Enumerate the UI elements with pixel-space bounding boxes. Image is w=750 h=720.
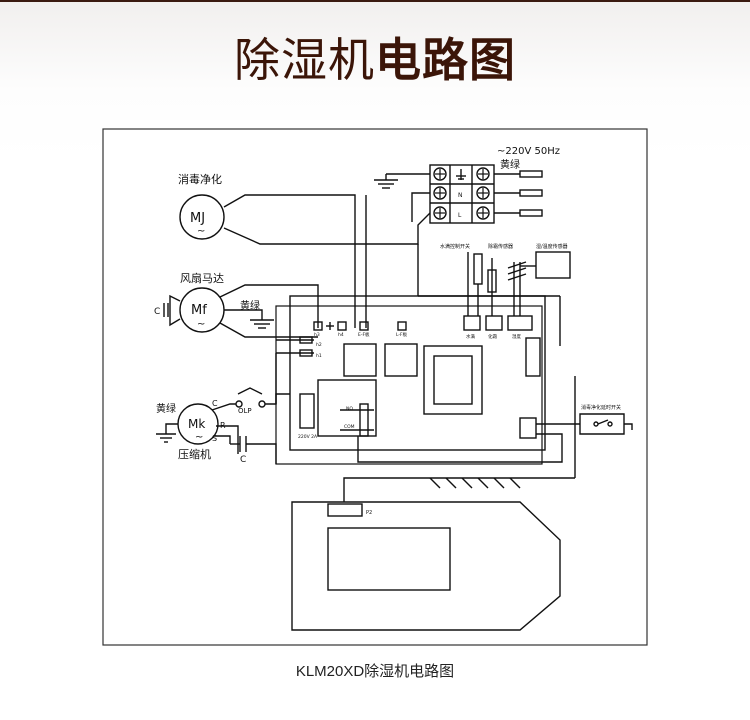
page-title: 除湿机电路图 bbox=[0, 30, 750, 90]
terminal-l-label: L bbox=[458, 212, 462, 219]
socket-defrost-label: 化霜 bbox=[488, 333, 497, 340]
fuse bbox=[299, 393, 315, 429]
diagram-caption: KLM20XD除湿机电路图 bbox=[295, 663, 455, 680]
board-com-label: COM bbox=[344, 424, 355, 430]
mf-cap-label: C bbox=[154, 307, 160, 317]
mj-symbol: MJ bbox=[190, 211, 205, 226]
socket-water-label: 水满 bbox=[466, 333, 475, 340]
board-connector bbox=[525, 337, 541, 377]
board-ac-n1-label: E-F板 bbox=[358, 331, 370, 338]
mf-name: 风扇马达 bbox=[180, 271, 224, 285]
sensor-water-switch-label: 水满控制开关 bbox=[440, 243, 470, 250]
terminal-n-label: N bbox=[458, 192, 463, 199]
board-ac-n2-label: L-F板 bbox=[396, 331, 408, 338]
mk-pin-c: C bbox=[212, 399, 218, 408]
diagram-frame bbox=[102, 128, 648, 646]
socket-humidity-label: 湿度 bbox=[512, 333, 521, 340]
mk-ground-label: 黄绿 bbox=[156, 402, 176, 415]
circuit-diagram: ~220V 50Hz 黄绿 N L 消毒净化 MJ ~ 风扇马达 Mf ~ C … bbox=[102, 128, 648, 646]
mf-symbol: Mf bbox=[191, 303, 207, 318]
mk-symbol: Mk bbox=[188, 417, 205, 431]
relay-3 bbox=[317, 379, 377, 437]
power-label: ~220V 50Hz bbox=[497, 146, 560, 157]
transformer bbox=[423, 345, 483, 415]
mj-motor bbox=[179, 194, 225, 240]
mk-name: 压缩机 bbox=[178, 447, 211, 461]
display-p2-label: P2 bbox=[366, 510, 372, 516]
board-h1-label: h1 bbox=[316, 353, 322, 359]
top-rule bbox=[0, 0, 750, 2]
board-h2-label: h2 bbox=[316, 342, 322, 348]
olp-label: OLP bbox=[238, 407, 252, 415]
title-bold: 电路图 bbox=[375, 33, 516, 87]
board-h3-label: h3 bbox=[314, 332, 320, 338]
title-light: 除湿机 bbox=[234, 33, 375, 87]
mf-tilde: ~ bbox=[197, 319, 205, 330]
mk-cap-label: C bbox=[240, 455, 246, 465]
mk-tilde: ~ bbox=[195, 432, 203, 443]
mj-tilde: ~ bbox=[197, 226, 205, 237]
sensor-defrost-label: 除霜传感器 bbox=[488, 243, 513, 250]
sensor-humidity-label: 湿/温度传感器 bbox=[536, 243, 568, 250]
relay-1 bbox=[343, 343, 377, 377]
display-panel bbox=[291, 501, 561, 631]
timer-switch-label: 消毒净化延时开关 bbox=[581, 404, 621, 411]
board-no-label: NO bbox=[346, 406, 353, 412]
mk-pin-s: S bbox=[212, 434, 217, 443]
board-h4-label: h4 bbox=[338, 332, 344, 338]
board-relay-out bbox=[519, 417, 537, 439]
mf-ground-label: 黄绿 bbox=[240, 299, 260, 312]
terminal-block bbox=[429, 164, 495, 224]
mk-pin-r: R bbox=[220, 421, 226, 430]
board-fuse-label: 220V 2A bbox=[298, 434, 318, 440]
mj-name: 消毒净化 bbox=[178, 172, 222, 186]
control-board bbox=[289, 295, 546, 451]
relay-2 bbox=[384, 343, 418, 377]
display-screen bbox=[327, 527, 451, 591]
terminal-ground-label: 黄绿 bbox=[500, 158, 520, 171]
